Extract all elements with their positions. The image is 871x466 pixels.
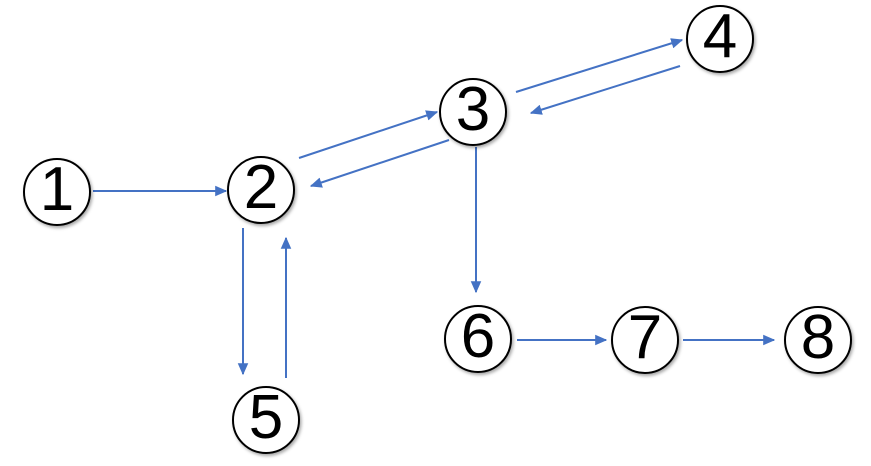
graph-node-3: 3 bbox=[439, 78, 507, 146]
graph-node-2: 2 bbox=[227, 156, 295, 224]
graph-node-5: 5 bbox=[232, 386, 300, 454]
node-label-4: 4 bbox=[702, 2, 738, 71]
graph-node-8: 8 bbox=[784, 306, 852, 374]
node-label-2: 2 bbox=[243, 153, 279, 222]
node-label-3: 3 bbox=[455, 75, 491, 144]
node-label-8: 8 bbox=[800, 303, 836, 372]
graph-node-1: 1 bbox=[23, 158, 91, 226]
node-label-7: 7 bbox=[627, 303, 663, 372]
graph-node-6: 6 bbox=[444, 305, 512, 373]
edge-3-to-2 bbox=[309, 139, 450, 188]
graph-node-4: 4 bbox=[686, 5, 754, 73]
node-label-1: 1 bbox=[39, 155, 75, 224]
node-label-6: 6 bbox=[460, 302, 496, 371]
edge-3-to-4 bbox=[515, 38, 684, 93]
edge-2-to-3 bbox=[298, 110, 439, 159]
graph-node-7: 7 bbox=[611, 306, 679, 374]
node-label-5: 5 bbox=[248, 383, 284, 452]
edge-4-to-3 bbox=[529, 65, 681, 115]
